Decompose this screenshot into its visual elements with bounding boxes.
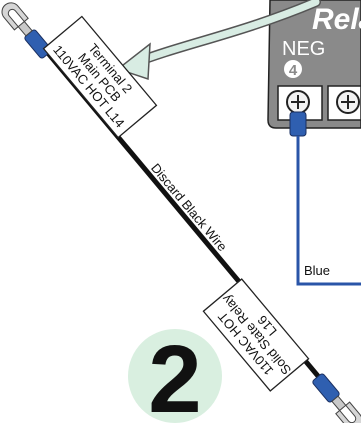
step-circle <box>128 329 222 423</box>
terminal-screw-adjacent <box>327 85 361 121</box>
tag-top-box <box>42 15 158 139</box>
spade-connector-top <box>1 2 52 59</box>
solid-state-relay: Rela NEG 4 <box>267 0 361 129</box>
relay-title: Rela <box>312 3 361 36</box>
tag-top: Terminal 2 Main PCB 110VAC HOT L14 <box>42 15 158 139</box>
blue-wire-connector <box>289 111 307 137</box>
blue-wire-line <box>296 136 361 286</box>
step-number: 2 <box>148 326 201 423</box>
blue-wire: Blue <box>289 111 361 286</box>
blue-wire-label: Blue <box>304 263 330 278</box>
terminal-label: NEG <box>282 38 325 60</box>
terminal-number-badge <box>284 60 302 78</box>
black-wire-label: Discard Black Wire <box>148 160 230 254</box>
tag-bottom-box <box>202 278 310 392</box>
spade-connector-bottom <box>312 373 361 423</box>
terminal-number: 4 <box>289 62 298 79</box>
step-badge: 2 <box>128 326 222 423</box>
